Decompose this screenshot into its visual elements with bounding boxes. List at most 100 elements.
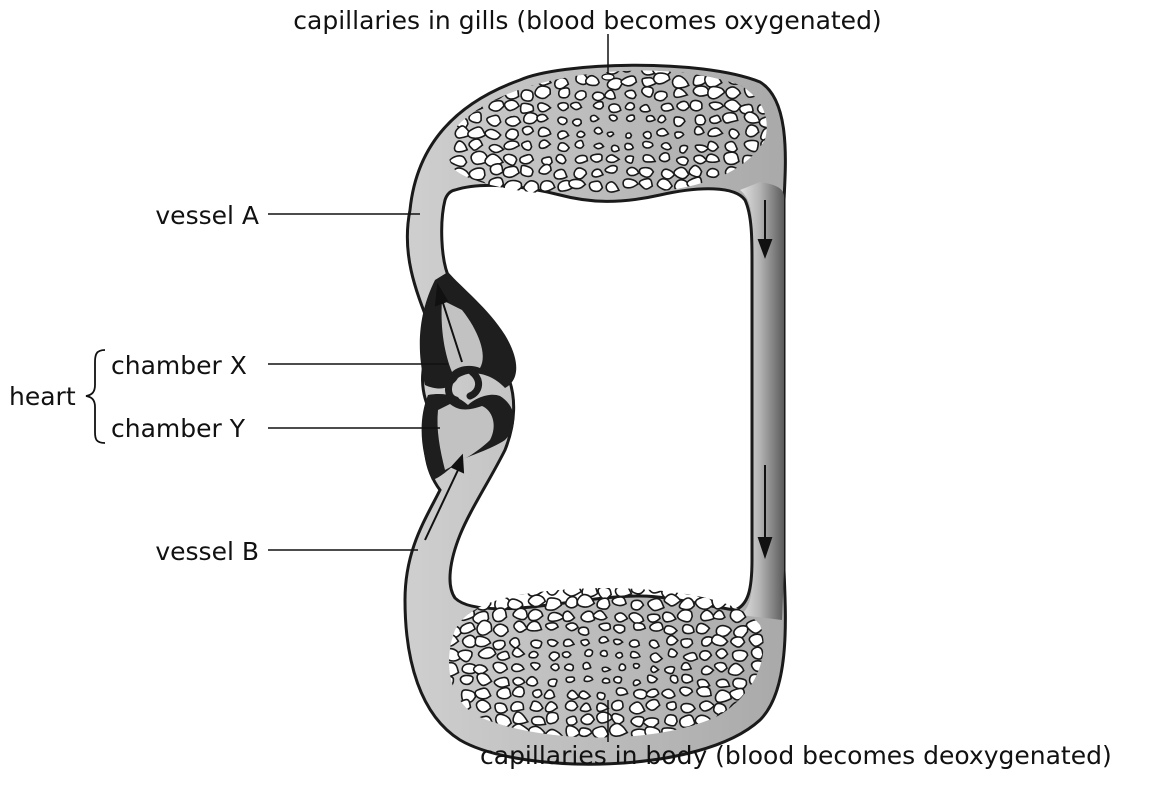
capillary-hole	[486, 62, 500, 72]
capillary-hole	[563, 652, 571, 658]
capillary-hole	[594, 127, 602, 134]
capillary-hole	[535, 86, 550, 98]
capillary-hole	[558, 103, 568, 111]
capillary-hole	[581, 611, 594, 622]
capillary-hole	[521, 90, 533, 101]
capillary-hole	[634, 623, 645, 630]
capillary-hole	[548, 679, 557, 686]
capillary-hole	[546, 623, 558, 630]
capillary-hole	[493, 640, 505, 649]
capillary-hole	[697, 687, 711, 697]
capillary-hole	[575, 155, 587, 163]
label-chamber-x: chamber X	[111, 351, 247, 381]
capillary-hole	[612, 700, 623, 710]
capillary-hole	[521, 103, 534, 113]
label-vessel-a: vessel A	[155, 201, 259, 231]
capillary-hole	[609, 115, 617, 121]
capillary-hole	[494, 624, 508, 636]
capillary-hole	[585, 650, 593, 657]
capillary-hole	[681, 704, 695, 713]
capillary-hole	[625, 103, 634, 110]
label-capillaries-gills: capillaries in gills (blood becomes oxyg…	[0, 6, 1167, 36]
capillary-hole	[593, 726, 609, 738]
capillary-hole	[469, 168, 485, 180]
capillary-hole	[494, 677, 509, 687]
capillary-hole	[634, 690, 647, 699]
capillary-hole	[554, 169, 567, 179]
capillary-hole	[693, 86, 709, 96]
capillary-hole	[639, 168, 653, 178]
capillary-hole	[650, 622, 663, 631]
capillary-hole	[662, 689, 675, 698]
capillary-hole	[660, 153, 670, 162]
capillary-hole	[522, 141, 532, 150]
capillary-hole	[643, 132, 651, 139]
capillary-hole	[579, 728, 592, 736]
capillary-hole	[573, 119, 582, 126]
capillary-hole	[591, 154, 602, 162]
capillary-hole	[682, 674, 693, 682]
capillary-hole	[566, 701, 578, 711]
capillary-hole	[690, 100, 702, 110]
capillary-hole	[599, 623, 610, 630]
capillary-hole	[453, 59, 469, 70]
capillary-hole	[640, 105, 650, 112]
capillary-hole	[485, 77, 499, 87]
capillary-hole	[710, 115, 721, 123]
capillary-hole	[467, 74, 483, 86]
label-heart: heart	[9, 382, 76, 412]
capillary-hole	[547, 712, 559, 723]
capillary-hole	[612, 145, 619, 151]
capillary-hole	[575, 91, 586, 100]
capillary-hole	[566, 677, 574, 682]
capillary-hole	[527, 677, 538, 686]
capillary-hole	[513, 608, 527, 619]
capillary-hole	[551, 664, 559, 671]
capillary-hole	[452, 89, 470, 100]
capillary-hole	[505, 61, 519, 73]
capillary-hole	[733, 650, 748, 661]
capillary-hole	[518, 62, 535, 74]
capillary-hole	[612, 597, 626, 606]
capillary-hole	[470, 61, 486, 71]
capillary-hole	[759, 61, 774, 74]
capillary-hole	[681, 639, 693, 648]
capillary-hole	[578, 627, 588, 635]
capillary-hole	[594, 143, 603, 148]
label-vessel-b: vessel B	[155, 537, 259, 567]
capillary-hole	[723, 113, 738, 123]
capillary-hole	[593, 102, 603, 109]
capillary-hole	[567, 716, 577, 725]
capillary-hole	[648, 599, 664, 611]
capillary-hole	[558, 117, 567, 124]
capillary-hole	[589, 181, 602, 191]
capillary-hole	[751, 647, 762, 659]
capillary-hole	[597, 598, 610, 609]
capillary-hole	[531, 640, 542, 648]
capillary-hole	[602, 667, 610, 671]
capillary-hole	[614, 677, 622, 683]
capillary-hole	[643, 142, 653, 148]
capillary-hole	[665, 667, 675, 674]
capillary-hole	[511, 702, 524, 711]
capillary-hole	[625, 156, 633, 163]
capillary-hole	[527, 621, 541, 631]
capillary-hole	[716, 679, 729, 687]
capillary-hole	[513, 678, 525, 686]
gill-pointer-ring	[602, 74, 614, 80]
label-capillaries-body: capillaries in body (blood becomes deoxy…	[480, 741, 1112, 771]
capillary-hole	[493, 662, 507, 673]
capillary-hole	[532, 717, 546, 725]
capillary-hole	[683, 625, 694, 634]
capillary-hole	[592, 169, 603, 177]
capillary-hole	[658, 115, 666, 122]
capillary-hole	[649, 640, 659, 648]
capillary-hole	[597, 693, 605, 700]
capillary-hole	[569, 179, 585, 188]
capillary-hole	[625, 90, 636, 98]
capillary-hole	[506, 129, 518, 139]
capillary-hole	[584, 676, 592, 681]
capillary-hole	[533, 690, 542, 698]
capillary-hole	[634, 664, 640, 669]
capillary-hole	[607, 132, 613, 136]
